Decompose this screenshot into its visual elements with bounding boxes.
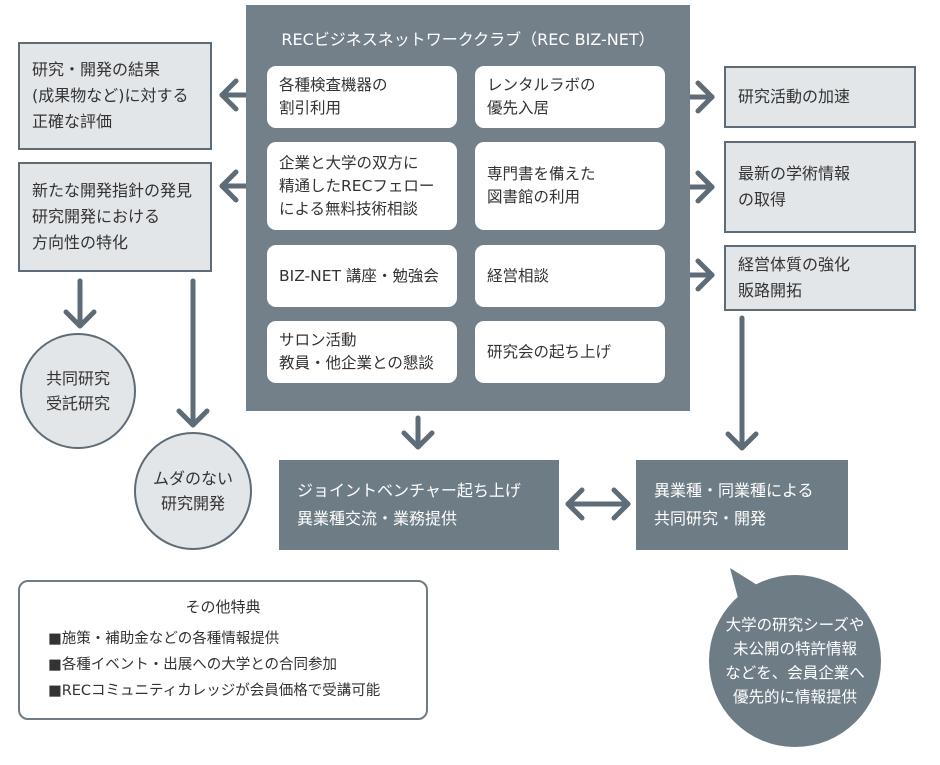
panel-title: RECビジネスネットワーククラブ（REC BIZ-NET） <box>281 30 655 49</box>
benefit-item: ■各種イベント・出展への大学との合同参加 <box>48 657 338 673</box>
bubble-text: 大学の研究シーズや 未公開の特許情報 などを、会員企業へ 優先的に情報提供 <box>725 616 865 706</box>
box-strengthen: 経営体質の強化 販路開拓 <box>724 245 916 311</box>
arrow-to-joint-research <box>63 278 97 329</box>
box-accelerate: 研究活動の加速 <box>724 66 916 128</box>
arrow-to-cross-industry <box>725 315 759 451</box>
box-evaluation: 研究・開発の結果 (成果物など)に対する 正確な評価 <box>18 42 212 150</box>
arrow-to-joint-venture <box>401 415 435 450</box>
bidirectional-arrow <box>565 487 631 521</box>
item-management-consult: 経営相談 <box>475 245 665 307</box>
item-seminar: BIZ-NET 講座・勉強会 <box>267 245 457 307</box>
other-benefits-title: その他特典 <box>185 598 261 616</box>
circle-efficient-rd: ムダのない 研究開発 <box>134 432 252 550</box>
benefit-item: ■RECコミュニティカレッジが会員価格で受講可能 <box>48 683 381 699</box>
box-joint-venture: ジョイントベンチャー起ち上げ 異業種交流・業務提供 <box>279 460 559 550</box>
arrow-to-efficient-rd <box>176 278 210 428</box>
item-rental-lab: レンタルラボの 優先入居 <box>475 66 665 128</box>
item-study-group: 研究会の起ち上げ <box>475 321 665 383</box>
box-cross-industry: 異業種・同業種による 共同研究・開発 <box>636 460 848 550</box>
item-salon: サロン活動 教員・他企業との懇談 <box>267 321 457 383</box>
other-benefits-box: その他特典 ■施策・補助金などの各種情報提供 ■各種イベント・出展への大学との合… <box>18 580 428 720</box>
item-library: 専門書を備えた 図書館の利用 <box>475 142 665 230</box>
item-discount: 各種検査機器の 割引利用 <box>267 66 457 128</box>
item-fellow-consult: 企業と大学の双方に 精通したRECフェロー による無料技術相談 <box>267 142 457 230</box>
box-discovery: 新たな開発指針の発見 研究開発における 方向性の特化 <box>18 162 212 272</box>
speech-bubble-shape <box>709 568 881 747</box>
box-academic-info: 最新の学術情報 の取得 <box>724 141 916 233</box>
circle-joint-research: 共同研究 受託研究 <box>20 333 136 449</box>
benefit-item: ■施策・補助金などの各種情報提供 <box>48 631 280 647</box>
